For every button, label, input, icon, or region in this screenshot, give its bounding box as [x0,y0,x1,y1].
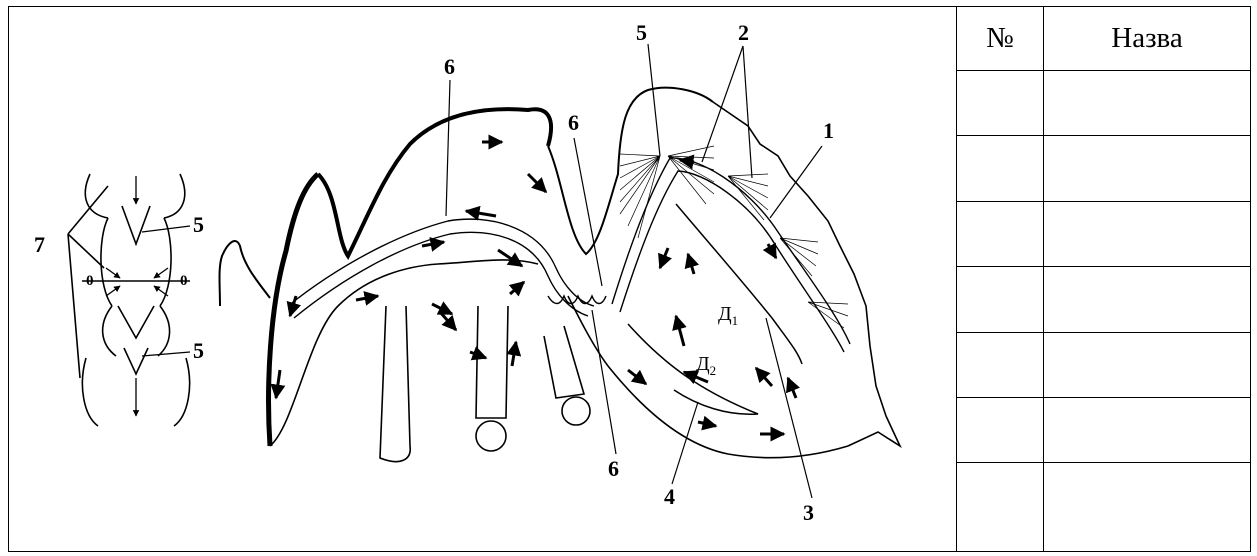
name-cell[interactable] [1044,398,1251,463]
column-header-name: Назва [1044,7,1251,71]
table-row [957,201,1251,266]
table-row [957,71,1251,136]
label-6-top: 6 [444,54,455,79]
name-cell[interactable] [1044,463,1251,552]
label-4: 4 [664,484,675,509]
answer-table: № Назва [956,6,1251,552]
number-cell[interactable] [957,136,1044,201]
name-cell[interactable] [1044,71,1251,136]
label-diaphragm-1-letter: Д [718,303,732,325]
table-row [957,463,1251,552]
table-row [957,136,1251,201]
label-diaphragm-2-letter: Д [696,353,710,375]
label-0-right: 0 [180,273,188,289]
label-5-body: 5 [636,20,647,45]
number-cell[interactable] [957,71,1044,136]
insect-circulation-diagram: 1 2 3 4 5 5 5 6 6 6 7 0 0 Д1 Д2 [8,6,957,552]
label-1: 1 [823,118,834,143]
number-cell[interactable] [957,267,1044,332]
label-diaphragm-2-sub: 2 [710,363,717,378]
name-cell[interactable] [1044,201,1251,266]
name-cell[interactable] [1044,332,1251,397]
label-diaphragm-2: Д2 [696,353,716,378]
inset-flow-arrows [106,176,168,416]
number-cell[interactable] [957,201,1044,266]
accessory-pulsatile-organ [548,296,606,304]
dorsal-vessel-inset [68,174,190,426]
table-row [957,267,1251,332]
insect-antenna [220,241,271,306]
insect-legs [380,306,590,462]
table-header-row: № Назва [957,7,1251,71]
table-row [957,332,1251,397]
table-row [957,398,1251,463]
label-diaphragm-1-sub: 1 [732,313,739,328]
label-6-bottom: 6 [608,456,619,481]
label-0-left: 0 [86,273,94,289]
number-cell[interactable] [957,332,1044,397]
wing-muscle-fans [620,146,848,328]
label-5-inset-top: 5 [193,212,204,237]
label-3: 3 [803,500,814,525]
column-header-number: № [957,7,1044,71]
name-cell[interactable] [1044,267,1251,332]
label-2: 2 [738,20,749,45]
label-7: 7 [34,232,45,257]
label-diaphragm-1: Д1 [718,303,738,328]
number-cell[interactable] [957,463,1044,552]
label-5-inset-bottom: 5 [193,338,204,363]
name-cell[interactable] [1044,136,1251,201]
label-6-middle: 6 [568,110,579,135]
number-cell[interactable] [957,398,1044,463]
